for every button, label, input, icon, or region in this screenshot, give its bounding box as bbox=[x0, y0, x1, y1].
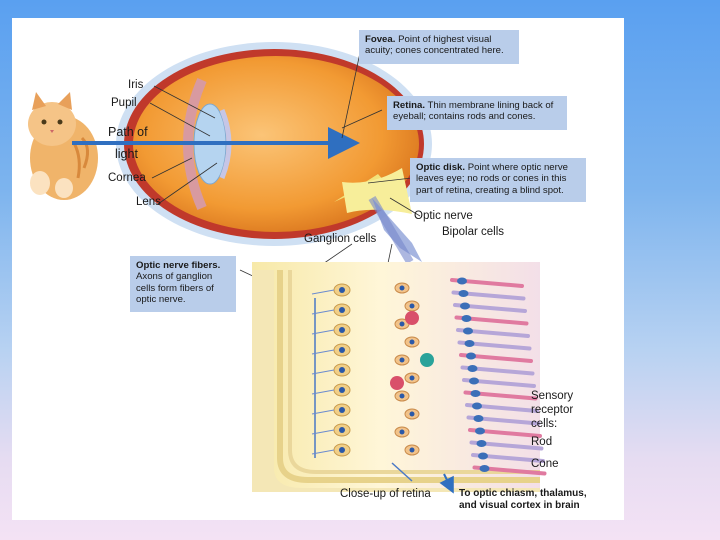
to-brain-line1: To optic chiasm, thalamus, bbox=[459, 488, 587, 499]
label-ganglion-cells: Ganglion cells bbox=[304, 233, 377, 245]
callout-fovea: Fovea. Point of highest visual acuity; c… bbox=[359, 30, 519, 64]
photoreceptor-nucleus bbox=[473, 415, 484, 422]
bipolar-nucleus bbox=[399, 393, 405, 399]
photoreceptor-nucleus bbox=[475, 427, 485, 435]
bipolar-nucleus bbox=[409, 303, 415, 309]
ganglion-axon bbox=[311, 449, 335, 455]
photoreceptor-nucleus bbox=[457, 277, 467, 285]
bipolar-nucleus bbox=[399, 357, 405, 363]
label-optic-nerve: Optic nerve bbox=[414, 210, 473, 222]
photoreceptor-nucleus bbox=[458, 290, 469, 297]
label-closeup: Close-up of retina bbox=[340, 488, 431, 500]
eye-diagram bbox=[28, 42, 547, 494]
ganglion-nucleus bbox=[339, 327, 345, 333]
callout-retina: Retina. Thin membrane lining back of eye… bbox=[387, 96, 567, 130]
ganglion-nucleus bbox=[339, 287, 345, 293]
photoreceptor-nucleus bbox=[479, 465, 490, 472]
cat-illustration bbox=[28, 92, 98, 200]
label-pupil: Pupil bbox=[111, 97, 137, 109]
label-rod: Rod bbox=[531, 436, 553, 448]
ganglion-nucleus bbox=[339, 367, 345, 373]
bipolar-nucleus bbox=[399, 285, 405, 291]
ganglion-axon bbox=[311, 409, 335, 415]
zoom-arrow bbox=[368, 195, 414, 265]
photoreceptor-nucleus bbox=[467, 365, 478, 372]
ganglion-axon bbox=[311, 329, 335, 335]
label-light: light bbox=[115, 147, 138, 161]
label-cells: cells: bbox=[531, 418, 558, 430]
callout-retina-title: Retina. bbox=[393, 100, 425, 111]
photoreceptor-nucleus bbox=[464, 340, 475, 347]
ganglion-axon bbox=[311, 369, 335, 375]
bipolar-nucleus bbox=[399, 321, 405, 327]
callout-to-brain: To optic chiasm, thalamus, and visual co… bbox=[459, 488, 587, 511]
photoreceptor-nucleus bbox=[463, 327, 473, 335]
photoreceptor-nucleus bbox=[469, 377, 479, 385]
photoreceptor-nucleus bbox=[461, 315, 472, 322]
ganglion-nucleus bbox=[339, 387, 345, 393]
label-receptor: receptor bbox=[531, 404, 574, 416]
photoreceptor-nucleus bbox=[470, 390, 481, 397]
photoreceptor-nucleus bbox=[472, 402, 482, 410]
callout-optic-disk-text: Point where optic nerve leaves eye; no r… bbox=[416, 162, 568, 196]
callout-optic-nerve-fibers: Optic nerve fibers. Axons of ganglion ce… bbox=[130, 256, 236, 312]
label-cone: Cone bbox=[531, 458, 559, 470]
to-brain-arrow bbox=[439, 473, 454, 494]
label-bipolar-cells: Bipolar cells bbox=[442, 226, 504, 238]
retina-cells bbox=[311, 277, 547, 476]
ganglion-axon bbox=[311, 349, 335, 355]
photoreceptor-nucleus bbox=[466, 352, 476, 360]
label-sensory: Sensory bbox=[531, 390, 574, 402]
callout-fovea-text: Point of highest visual acuity; cones co… bbox=[365, 34, 504, 57]
ganglion-nucleus bbox=[339, 307, 345, 313]
callout-optic-fibers-title: Optic nerve fibers. bbox=[136, 260, 221, 271]
callout-optic-disk: Optic disk. Point where optic nerve leav… bbox=[410, 158, 586, 202]
callout-retina-text: Thin membrane lining back of eyeball; co… bbox=[393, 100, 554, 123]
photoreceptor-nucleus bbox=[476, 440, 487, 447]
ganglion-axon bbox=[311, 309, 335, 315]
bipolar-nucleus bbox=[399, 429, 405, 435]
label-iris: Iris bbox=[128, 79, 144, 91]
horizontal-cell bbox=[420, 353, 434, 367]
callout-fovea-title: Fovea. bbox=[365, 34, 396, 45]
ganglion-nucleus bbox=[339, 447, 345, 453]
bipolar-nucleus bbox=[409, 375, 415, 381]
slide: Iris Pupil Path of light Cornea Lens Opt… bbox=[12, 18, 624, 520]
label-path-of: Path of bbox=[108, 125, 148, 139]
label-lens: Lens bbox=[136, 196, 161, 208]
ganglion-nucleus bbox=[339, 407, 345, 413]
ganglion-axon bbox=[311, 389, 335, 395]
bipolar-nucleus bbox=[409, 339, 415, 345]
amacrine-cell bbox=[390, 376, 404, 390]
to-brain-line2: and visual cortex in brain bbox=[459, 499, 580, 511]
ganglion-axon bbox=[311, 429, 335, 435]
amacrine-cell bbox=[405, 311, 419, 325]
ganglion-axon bbox=[311, 289, 335, 295]
photoreceptor-nucleus bbox=[478, 452, 488, 460]
photoreceptor-nucleus bbox=[460, 302, 470, 310]
bipolar-nucleus bbox=[409, 411, 415, 417]
ganglion-nucleus bbox=[339, 347, 345, 353]
callout-optic-fibers-text: Axons of ganglion cells form fibers of o… bbox=[136, 271, 214, 305]
label-cornea: Cornea bbox=[108, 172, 146, 184]
ganglion-nucleus bbox=[339, 427, 345, 433]
callout-optic-disk-title: Optic disk. bbox=[416, 162, 466, 173]
bipolar-nucleus bbox=[409, 447, 415, 453]
